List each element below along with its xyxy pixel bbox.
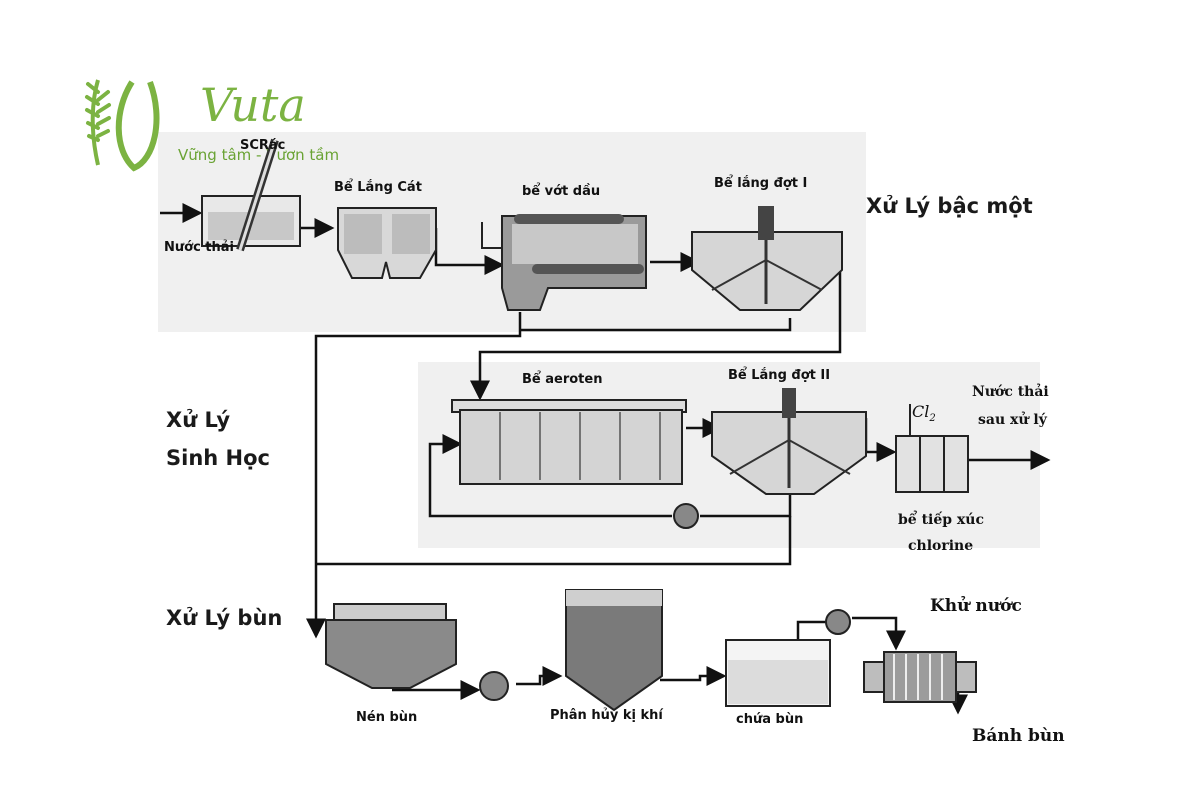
- label-dewatering: Khử nước: [930, 596, 1022, 616]
- label-grit-tank: Bể Lắng Cát: [334, 180, 422, 195]
- oil-skimming-tank: [481, 214, 647, 311]
- label-effluent-line1: Nước thải: [972, 384, 1049, 400]
- flow-digester-storage: [660, 666, 727, 686]
- label-sludge-storage: chứa bùn: [736, 712, 804, 727]
- label-chlorine: Cl2: [912, 402, 936, 424]
- sludge-thickener: [325, 603, 457, 689]
- section-biological-line1: Xử Lý: [166, 408, 231, 432]
- brand-tagline: Vững tâm - Vươn tầm: [178, 146, 340, 164]
- label-oil-tank: bể vớt dầu: [522, 184, 601, 199]
- chlorine-subscript: 2: [929, 413, 936, 425]
- brand-name: Vuta: [200, 78, 306, 132]
- leaf-logo-icon: [85, 79, 160, 172]
- primary-clarifier: [691, 206, 843, 311]
- return-sludge-line: [700, 492, 792, 518]
- secondary-clarifier: [711, 388, 867, 495]
- label-effluent-line2: sau xử lý: [978, 412, 1047, 428]
- chlorine-symbol: Cl: [912, 402, 930, 421]
- grit-tank: [337, 207, 437, 279]
- label-screen: SCRác: [240, 138, 286, 153]
- flow-grit-oil: [434, 228, 505, 275]
- flow-pump-dewater: [852, 616, 906, 651]
- chlorine-contact-tank: [895, 404, 969, 493]
- section-primary-treatment: Xử Lý bậc một: [866, 194, 1033, 218]
- aeration-tank: [451, 399, 687, 485]
- label-aerotank: Bể aeroten: [522, 372, 603, 387]
- dewatering-press: [863, 651, 977, 703]
- anaerobic-digester: [565, 589, 663, 712]
- flow-pump-digester: [516, 666, 563, 686]
- section-sludge-treatment: Xử Lý bùn: [166, 606, 283, 630]
- sludge-main-line: [306, 312, 522, 639]
- label-contact-tank-line2: chlorine: [908, 538, 974, 554]
- thickener-pump-icon: [479, 671, 509, 701]
- label-secondary-clarifier: Bể Lắng đợt II: [728, 368, 831, 383]
- label-contact-tank-line1: bể tiếp xúc: [898, 512, 984, 528]
- primary-sludge-line: [520, 318, 792, 332]
- flow-to-contact: [864, 418, 897, 462]
- label-primary-clarifier: Bể lắng đợt I: [714, 176, 808, 191]
- flow-clarifier-aerotank: [470, 240, 842, 401]
- screen-unit: [201, 138, 301, 252]
- label-sludge-cake: Bánh bùn: [972, 726, 1065, 746]
- return-sludge-flow: [428, 434, 672, 518]
- label-digester: Phân hủy kị khí: [550, 708, 663, 723]
- storage-pump-icon: [825, 609, 851, 635]
- sludge-storage-tank: [725, 639, 831, 707]
- section-biological-line2: Sinh Học: [166, 446, 270, 470]
- logo: [84, 70, 384, 180]
- label-thickener: Nén bùn: [356, 710, 418, 725]
- waste-sludge-line: [316, 516, 792, 566]
- return-pump-icon: [673, 503, 699, 529]
- label-influent: Nước thải: [164, 240, 234, 255]
